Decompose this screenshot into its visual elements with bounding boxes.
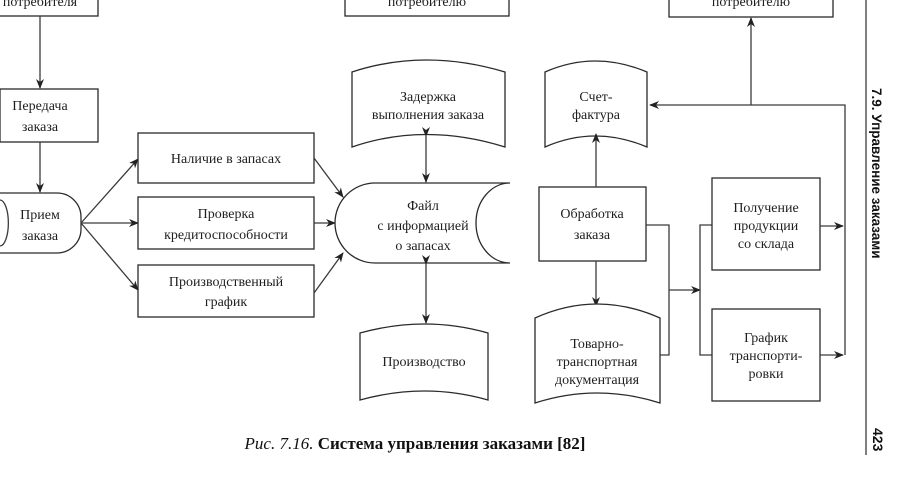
top-middle-box: потребителю bbox=[344, 0, 510, 17]
warehouse-pickup-line-3: со склада bbox=[738, 237, 795, 252]
order-delay-line-1: Задержка bbox=[400, 90, 457, 105]
top-left-box: потребителя bbox=[0, 0, 99, 17]
top-right-box: потребителю bbox=[668, 0, 834, 18]
feedback-line bbox=[649, 101, 846, 355]
order-receipt-line-2: заказа bbox=[22, 229, 59, 244]
stock-availability-label: Наличие в запасах bbox=[171, 152, 281, 167]
node-order-receipt: Прием заказа bbox=[0, 192, 82, 254]
arrow-schedule-to-file bbox=[313, 252, 344, 294]
transport-schedule-line-2: транспорти- bbox=[730, 349, 803, 364]
order-delay-line-2: выполнения заказа bbox=[372, 108, 485, 123]
node-order-transfer: Передача заказа bbox=[0, 88, 99, 143]
node-transport-schedule: График транспорти- ровки bbox=[711, 308, 821, 402]
top-middle-box-label: потребителю bbox=[388, 0, 466, 10]
arrow-stock-to-file bbox=[313, 157, 344, 198]
order-transfer-line-2: заказа bbox=[22, 120, 59, 135]
node-credit-check: Проверка кредитоспособности bbox=[137, 196, 315, 250]
arrow-receipt-to-stock bbox=[80, 158, 139, 224]
bus-right bbox=[699, 224, 712, 356]
order-receipt-line-1: Прием bbox=[20, 208, 60, 223]
order-processing-line-2: заказа bbox=[574, 228, 611, 243]
order-transfer-line-1: Передача bbox=[12, 99, 68, 114]
node-order-delay: Задержка выполнения заказа bbox=[351, 59, 506, 148]
warehouse-pickup-line-2: продукции bbox=[734, 219, 799, 234]
figure-label: Рис. 7.16. bbox=[244, 434, 314, 453]
inventory-file-line-1: Файл bbox=[407, 199, 439, 214]
order-processing-line-1: Обработка bbox=[560, 207, 624, 222]
page-number: 423 bbox=[870, 428, 886, 452]
top-right-box-label: потребителю bbox=[712, 0, 790, 10]
transport-schedule-line-3: ровки bbox=[749, 367, 784, 382]
node-invoice: Счет- фактура bbox=[544, 60, 648, 148]
running-head: 7.9. Управление заказами bbox=[869, 88, 884, 259]
inventory-file-line-2: с информацией bbox=[377, 219, 469, 234]
node-stock-availability: Наличие в запасах bbox=[137, 132, 315, 184]
shipping-docs-line-1: Товарно- bbox=[570, 337, 624, 352]
warehouse-pickup-line-1: Получение bbox=[733, 201, 798, 216]
shipping-docs-line-3: документация bbox=[555, 373, 640, 388]
node-warehouse-pickup: Получение продукции со склада bbox=[711, 177, 821, 271]
top-left-box-label: потребителя bbox=[3, 0, 78, 10]
production-schedule-line-1: Производственный bbox=[169, 275, 284, 290]
inventory-file-line-3: о запасах bbox=[395, 239, 450, 254]
credit-check-line-2: кредитоспособности bbox=[164, 228, 288, 243]
production-label: Производство bbox=[382, 355, 465, 370]
arrow-receipt-to-production-schedule bbox=[80, 222, 139, 291]
node-production-schedule: Производственный график bbox=[137, 264, 315, 318]
figure-caption: Рис. 7.16. Система управления заказами [… bbox=[0, 434, 830, 454]
node-inventory-file: Файл с информацией о запасах bbox=[334, 182, 511, 264]
invoice-line-2: фактура bbox=[572, 108, 621, 123]
node-production: Производство bbox=[359, 323, 489, 401]
credit-check-line-1: Проверка bbox=[198, 207, 255, 222]
production-schedule-line-2: график bbox=[205, 295, 248, 310]
transport-schedule-line-1: График bbox=[744, 331, 788, 346]
invoice-line-1: Счет- bbox=[579, 90, 613, 105]
node-order-processing: Обработка заказа bbox=[538, 186, 647, 262]
figure-title: Система управления заказами [82] bbox=[317, 434, 586, 453]
node-shipping-docs: Товарно- транспортная документация bbox=[534, 303, 661, 404]
shipping-docs-line-2: транспортная bbox=[557, 355, 638, 370]
